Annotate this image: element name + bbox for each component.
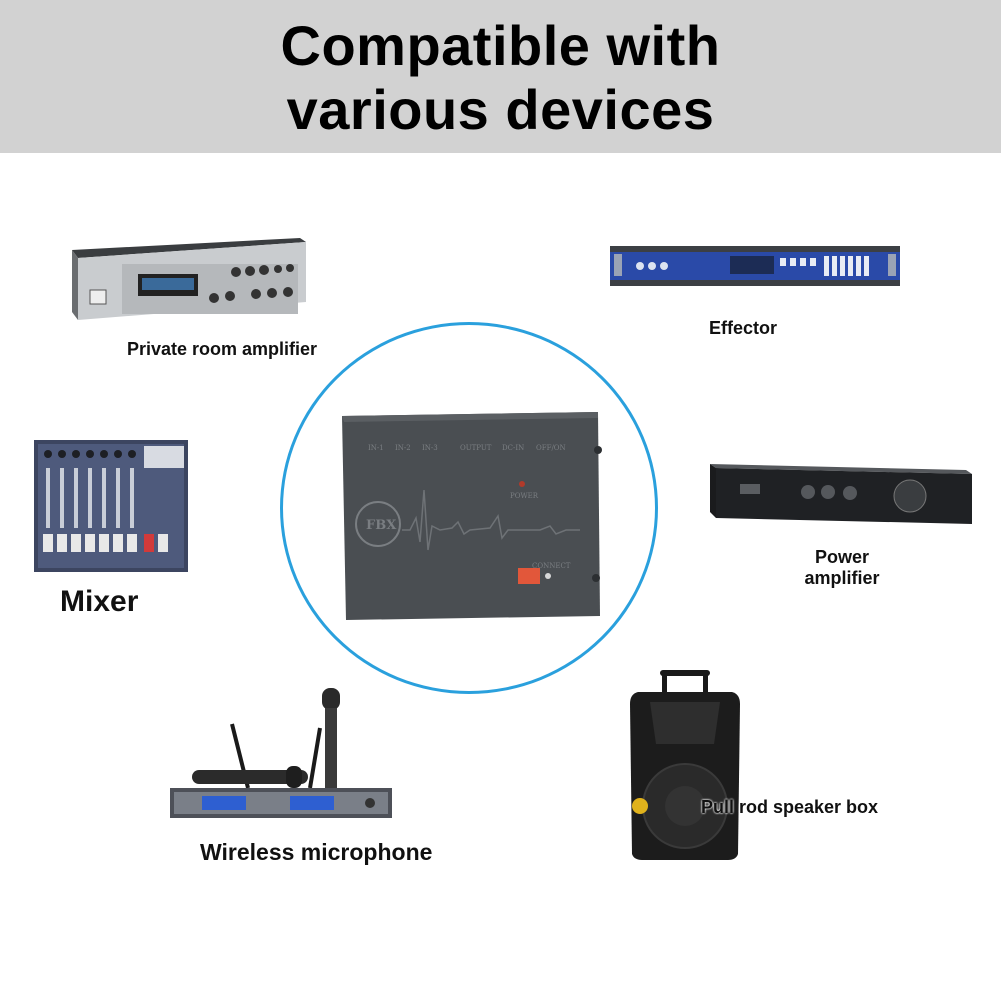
effector-image	[610, 240, 900, 288]
waveform-graphic	[402, 489, 580, 551]
center-highlight-ring	[280, 322, 658, 694]
label-power-amplifier: Power amplifier	[802, 547, 882, 589]
wireless-microphone-image	[170, 688, 392, 820]
private-room-amplifier-image	[68, 236, 310, 324]
page-title-line1: Compatible with	[280, 14, 721, 77]
mixer-image	[34, 440, 188, 572]
panel-label-in2: IN-2	[395, 444, 411, 452]
connect-button[interactable]	[518, 568, 540, 584]
power-amplifier-image	[710, 460, 972, 530]
label-pull-rod-speaker-box: Pull rod speaker box	[701, 797, 879, 817]
panel-label-in3: IN-3	[422, 444, 438, 452]
panel-label-in1: IN-1	[368, 444, 384, 452]
panel-label-output: OUTPUT	[460, 444, 492, 452]
label-power-amplifier-line2: amplifier	[804, 568, 880, 588]
connect-label: CONNECT	[532, 562, 571, 570]
page-title-line2: various devices	[286, 78, 715, 141]
brand-badge-ring	[355, 501, 401, 547]
panel-label-dcin: DC-IN	[502, 444, 524, 452]
label-wireless-microphone: Wireless microphone	[200, 839, 433, 865]
label-effector: Effector	[709, 318, 778, 338]
label-private-room-amplifier: Private room amplifier	[127, 339, 318, 359]
connect-led	[545, 573, 551, 579]
feedback-suppressor-device: IN-1 IN-2 IN-3 OUTPUT DC-IN OFF/ON POWER…	[340, 410, 602, 625]
label-power-amplifier-line1: Power	[814, 547, 870, 567]
label-mixer: Mixer	[60, 585, 139, 618]
brand-badge: FBX	[366, 518, 397, 533]
panel-label-onoff: OFF/ON	[536, 444, 566, 452]
power-led	[519, 481, 525, 487]
power-label: POWER	[510, 492, 539, 500]
header-banner	[0, 0, 1001, 153]
pull-rod-speaker-box-image	[628, 670, 742, 862]
